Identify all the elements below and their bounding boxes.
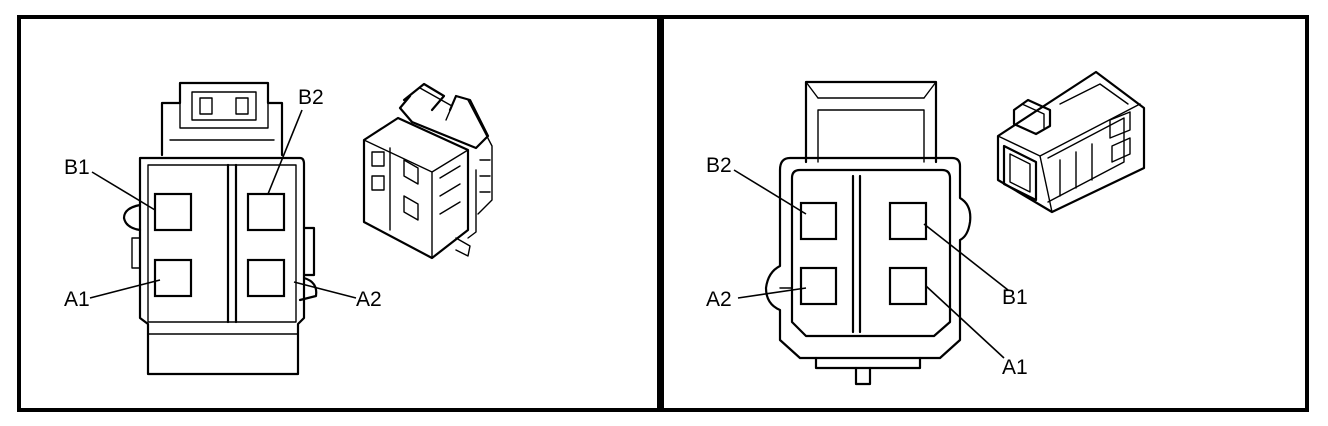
left-label-a2: A2 (356, 288, 382, 311)
right-connector-isometric (996, 70, 1146, 214)
left-leader-a1 (89, 279, 161, 299)
right-label-a2: A2 (706, 288, 732, 311)
right-pin-a1 (888, 266, 928, 306)
left-label-a1: A1 (64, 288, 90, 311)
right-leader-b1 (923, 223, 1009, 291)
left-leader-b1 (91, 171, 156, 211)
right-panel-frame (660, 15, 1309, 412)
right-connector-face (764, 80, 972, 386)
right-leader-a2 (737, 287, 807, 299)
right-label-b2: B2 (706, 154, 732, 177)
right-label-a1: A1 (1002, 356, 1028, 379)
right-leader-b2 (733, 169, 807, 215)
left-connector-face (122, 81, 318, 376)
right-pin-b2 (799, 201, 838, 241)
right-label-b1: B1 (1002, 286, 1028, 309)
left-leader-b2 (267, 109, 303, 195)
left-label-b2: B2 (298, 86, 324, 109)
left-label-b1: B1 (64, 156, 90, 179)
right-pin-a2 (799, 266, 838, 306)
left-pin-a1 (153, 258, 193, 298)
left-pin-b1 (153, 192, 193, 232)
left-panel-frame (17, 15, 661, 412)
left-pin-b2 (246, 192, 286, 232)
left-connector-isometric (362, 82, 493, 260)
left-pin-a2 (246, 258, 286, 298)
right-leader-a1 (925, 285, 1005, 359)
right-pin-b1 (888, 201, 928, 241)
left-leader-a2 (293, 281, 357, 299)
